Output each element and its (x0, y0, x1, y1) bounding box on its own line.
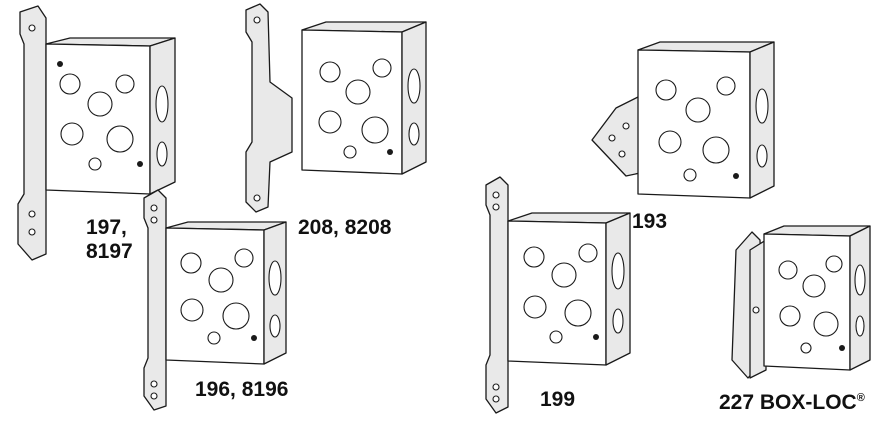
product-label-227: 227 BOX-LOC® (719, 391, 865, 415)
box-illustration-199 (485, 176, 631, 414)
box-illustration-193 (591, 41, 775, 199)
box-illustration-227 (731, 225, 871, 379)
registered-mark: ® (856, 392, 865, 404)
box-illustration-196 (143, 189, 287, 411)
product-label-193: 193 (632, 210, 668, 233)
product-label-196: 196, 8196 (195, 378, 289, 401)
box-illustration-208 (245, 3, 427, 213)
product-label-197-line1: 197, (86, 216, 127, 239)
product-label-227-text: 227 BOX-LOC (719, 391, 857, 414)
product-label-199: 199 (540, 388, 576, 411)
product-label-197: 197, 8197 (86, 216, 133, 264)
product-label-208: 208, 8208 (298, 216, 392, 239)
box-illustration-197 (17, 5, 176, 261)
product-label-197-line2: 8197 (86, 240, 133, 263)
